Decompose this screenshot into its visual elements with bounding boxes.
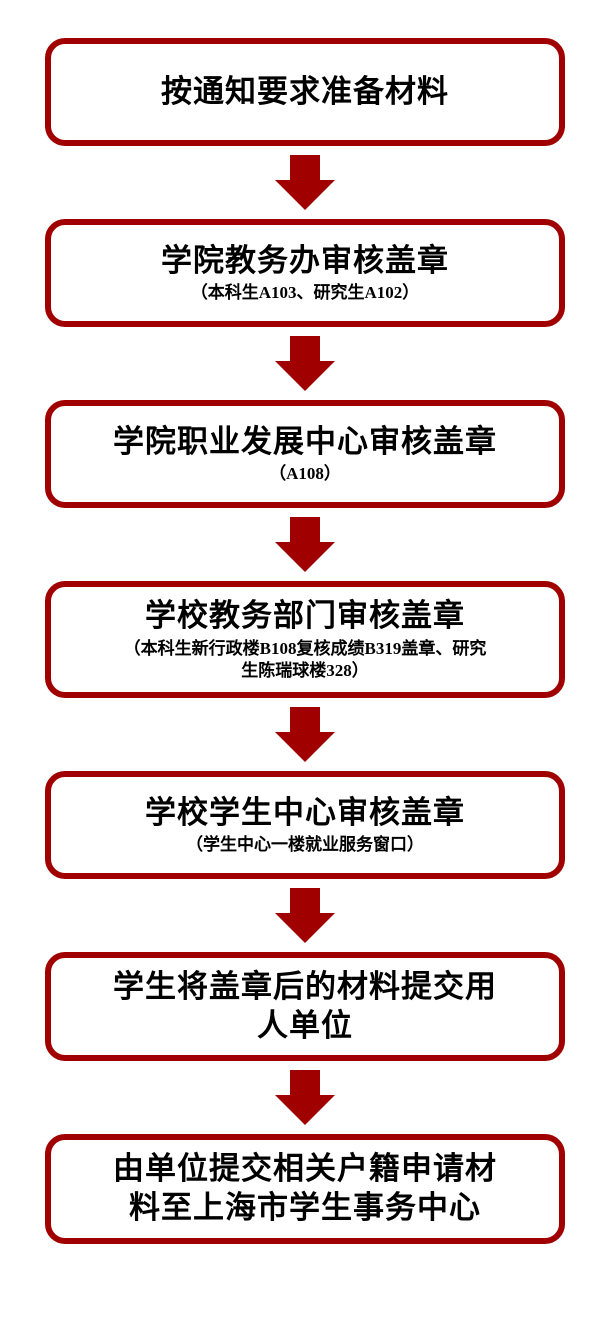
step-subtitle: （本科生A103、研究生A102） (190, 283, 420, 303)
step-title: 学院教务办审核盖章 (161, 242, 449, 278)
flow-step-2: 学院教务办审核盖章 （本科生A103、研究生A102） (45, 219, 565, 327)
arrow-head (275, 180, 335, 210)
arrow-head (275, 912, 335, 943)
down-arrow-icon (275, 887, 335, 943)
step-title: 按通知要求准备材料 (161, 73, 449, 109)
step-title: 学生将盖章后的材料提交用 人单位 (113, 968, 497, 1043)
arrow-head (275, 1095, 335, 1126)
arrow-stem (290, 887, 320, 913)
down-arrow-icon (275, 336, 335, 391)
step-title: 学院职业发展中心审核盖章 (113, 423, 497, 459)
flow-step-7: 由单位提交相关户籍申请材 料至上海市学生事务中心 (45, 1134, 565, 1244)
down-arrow-icon (275, 517, 335, 572)
flow-step-3: 学院职业发展中心审核盖章 （A108） (45, 400, 565, 508)
step-title: 由单位提交相关户籍申请材 料至上海市学生事务中心 (113, 1151, 497, 1226)
flow-step-5: 学校学生中心审核盖章 （学生中心一楼就业服务窗口） (45, 770, 565, 879)
step-title: 学校学生中心审核盖章 (145, 794, 465, 830)
arrow-stem (290, 1070, 320, 1096)
step-title: 学校教务部门审核盖章 (145, 598, 465, 633)
arrow-head (275, 361, 335, 391)
arrow-stem (290, 155, 320, 180)
arrow-stem (290, 336, 320, 361)
arrow-head (275, 731, 335, 762)
down-arrow-icon (275, 1070, 335, 1126)
flow-step-1: 按通知要求准备材料 (45, 38, 565, 146)
down-arrow-icon (275, 155, 335, 210)
step-subtitle: （本科生新行政楼B108复核成绩B319盖章、研究 生陈瑞球楼328） (123, 638, 487, 680)
step-subtitle: （A108） (269, 464, 341, 484)
down-arrow-icon (275, 706, 335, 762)
flow-step-4: 学校教务部门审核盖章 （本科生新行政楼B108复核成绩B319盖章、研究 生陈瑞… (45, 581, 565, 698)
arrow-stem (290, 517, 320, 542)
arrow-stem (290, 706, 320, 732)
flow-step-6: 学生将盖章后的材料提交用 人单位 (45, 951, 565, 1062)
step-subtitle: （学生中心一楼就业服务窗口） (186, 835, 424, 855)
arrow-head (275, 542, 335, 572)
